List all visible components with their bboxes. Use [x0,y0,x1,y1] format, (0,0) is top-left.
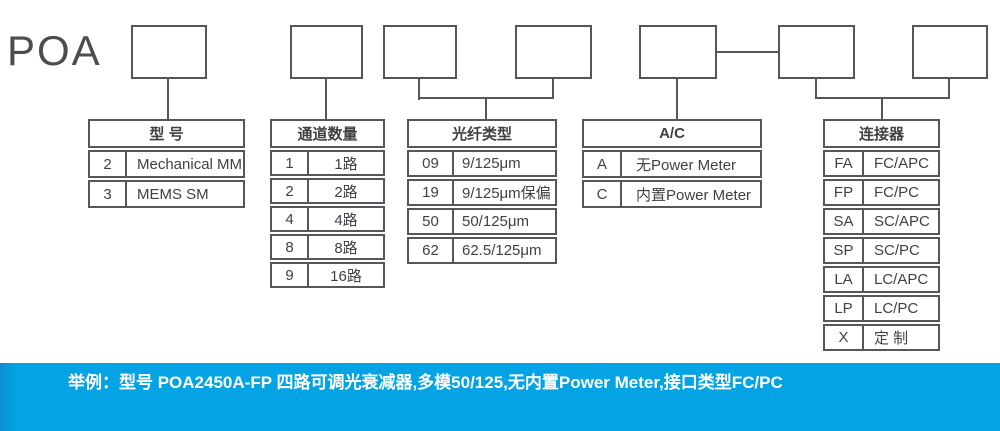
table-channels-header: 通道数量 [270,119,385,148]
table-row: 8 8路 [270,234,385,260]
table-row: 09 9/125μm [407,150,557,177]
value-cell: 无Power Meter [636,156,737,174]
value-cell: MEMS SM [137,185,209,203]
table-row: 2 2路 [270,178,385,204]
product-prefix: POA [7,27,102,74]
value-cell: 9/125μm [462,155,521,172]
table-fiber: 光纤类型 09 9/125μm 19 9/125μm保偏 50 50/125μm 62 62.… [407,119,557,264]
code-cell: LA [825,268,864,291]
value-cell: 9/125μm保偏 [462,185,551,202]
table-row: LP LC/PC [823,295,940,322]
table-ac-header: A/C [582,119,762,148]
code-cell: 19 [409,181,454,204]
value-cell: FC/APC [874,155,930,172]
table-connector: 连接器 FA FC/APC FP FC/PC SA SC/APC SP SC/PC LA LC/A… [823,119,940,351]
code-cell: FA [825,152,864,175]
code-box-fiber-2 [515,25,592,79]
table-model-body: 2 Mechanical MM 3 MEMS SM [88,150,245,208]
code-cell: SA [825,210,864,233]
table-model-header: 型 号 [88,119,245,148]
code-cell: 2 [272,180,309,202]
table-row: FA FC/APC [823,150,940,177]
value-cell: SC/PC [874,242,920,259]
code-cell: 2 [90,152,127,176]
table-channels-body: 1 1路 2 2路 4 4路 8 8路 9 16路 [270,150,385,288]
connector-line-connector-table-drop [881,97,883,119]
connector-line-ac [676,79,678,119]
code-cell: 50 [409,210,454,233]
code-cell: C [584,182,622,206]
example-banner: 举例：型号 POA2450A-FP 四路可调光衰减器,多模50/125,无内置P… [0,363,1000,431]
example-text: 举例：型号 POA2450A-FP 四路可调光衰减器,多模50/125,无内置P… [68,373,783,392]
value-cell: 8路 [334,239,358,257]
code-cell: 1 [272,152,309,174]
table-row: 2 Mechanical MM [88,150,245,178]
code-box-connector-2 [912,25,988,79]
table-row: 4 4路 [270,206,385,232]
table-fiber-body: 09 9/125μm 19 9/125μm保偏 50 50/125μm 62 62.5/125… [407,150,557,264]
value-cell: SC/APC [874,213,930,230]
code-cell: SP [825,239,864,262]
code-box-model [131,25,207,79]
code-cell: LP [825,297,864,320]
connector-line-fiber-left-drop [418,79,420,100]
connector-line-fiber-table-drop [485,97,487,119]
table-channels: 通道数量 1 1路 2 2路 4 4路 8 8路 9 16路 [270,119,385,288]
value-cell: 定 制 [874,330,909,347]
connector-line-model [167,79,169,119]
connector-line-connector-left-drop [815,79,817,99]
table-connector-body: FA FC/APC FP FC/PC SA SC/APC SP SC/PC LA LC/APC LP… [823,150,940,351]
value-cell: 内置Power Meter [636,186,752,204]
value-cell: Mechanical MM [137,155,243,173]
code-cell: A [584,152,622,176]
code-cell: 09 [409,152,454,175]
connector-line-connector-right-drop [948,79,950,99]
table-row: 50 50/125μm [407,208,557,235]
table-row: LA LC/APC [823,266,940,293]
table-row: A 无Power Meter [582,150,762,178]
value-cell: 2路 [334,183,358,201]
value-cell: 1路 [334,155,358,173]
connector-line-channels [325,79,327,119]
value-cell: 4路 [334,211,358,229]
value-cell: 50/125μm [462,213,530,230]
table-row: 9 16路 [270,262,385,288]
table-row: C 内置Power Meter [582,180,762,208]
table-row: 3 MEMS SM [88,180,245,208]
code-cell: 4 [272,208,309,230]
table-row: FP FC/PC [823,179,940,206]
code-box-fiber-1 [383,25,457,79]
code-box-ac [639,25,717,79]
table-model: 型 号 2 Mechanical MM 3 MEMS SM [88,119,245,208]
connector-line-fiber-right-drop [552,79,554,99]
value-cell: 62.5/125μm [462,242,542,259]
table-row: SP SC/PC [823,237,940,264]
code-cell: 3 [90,182,127,206]
code-cell: FP [825,181,864,204]
code-cell: 62 [409,239,454,262]
table-row: SA SC/APC [823,208,940,235]
code-box-connector-1 [778,25,855,79]
table-connector-header: 连接器 [823,119,940,148]
table-row: 62 62.5/125μm [407,237,557,264]
value-cell: FC/PC [874,184,919,201]
table-row: 1 1路 [270,150,385,176]
code-cell: X [825,326,864,349]
code-box-channels [290,25,363,79]
connector-line-ac-to-connector-box [717,51,778,53]
table-fiber-header: 光纤类型 [407,119,557,148]
value-cell: LC/PC [874,300,919,317]
value-cell: 16路 [330,267,362,285]
table-row: 19 9/125μm保偏 [407,179,557,206]
value-cell: LC/APC [874,271,929,288]
code-cell: 9 [272,264,309,286]
code-cell: 8 [272,236,309,258]
